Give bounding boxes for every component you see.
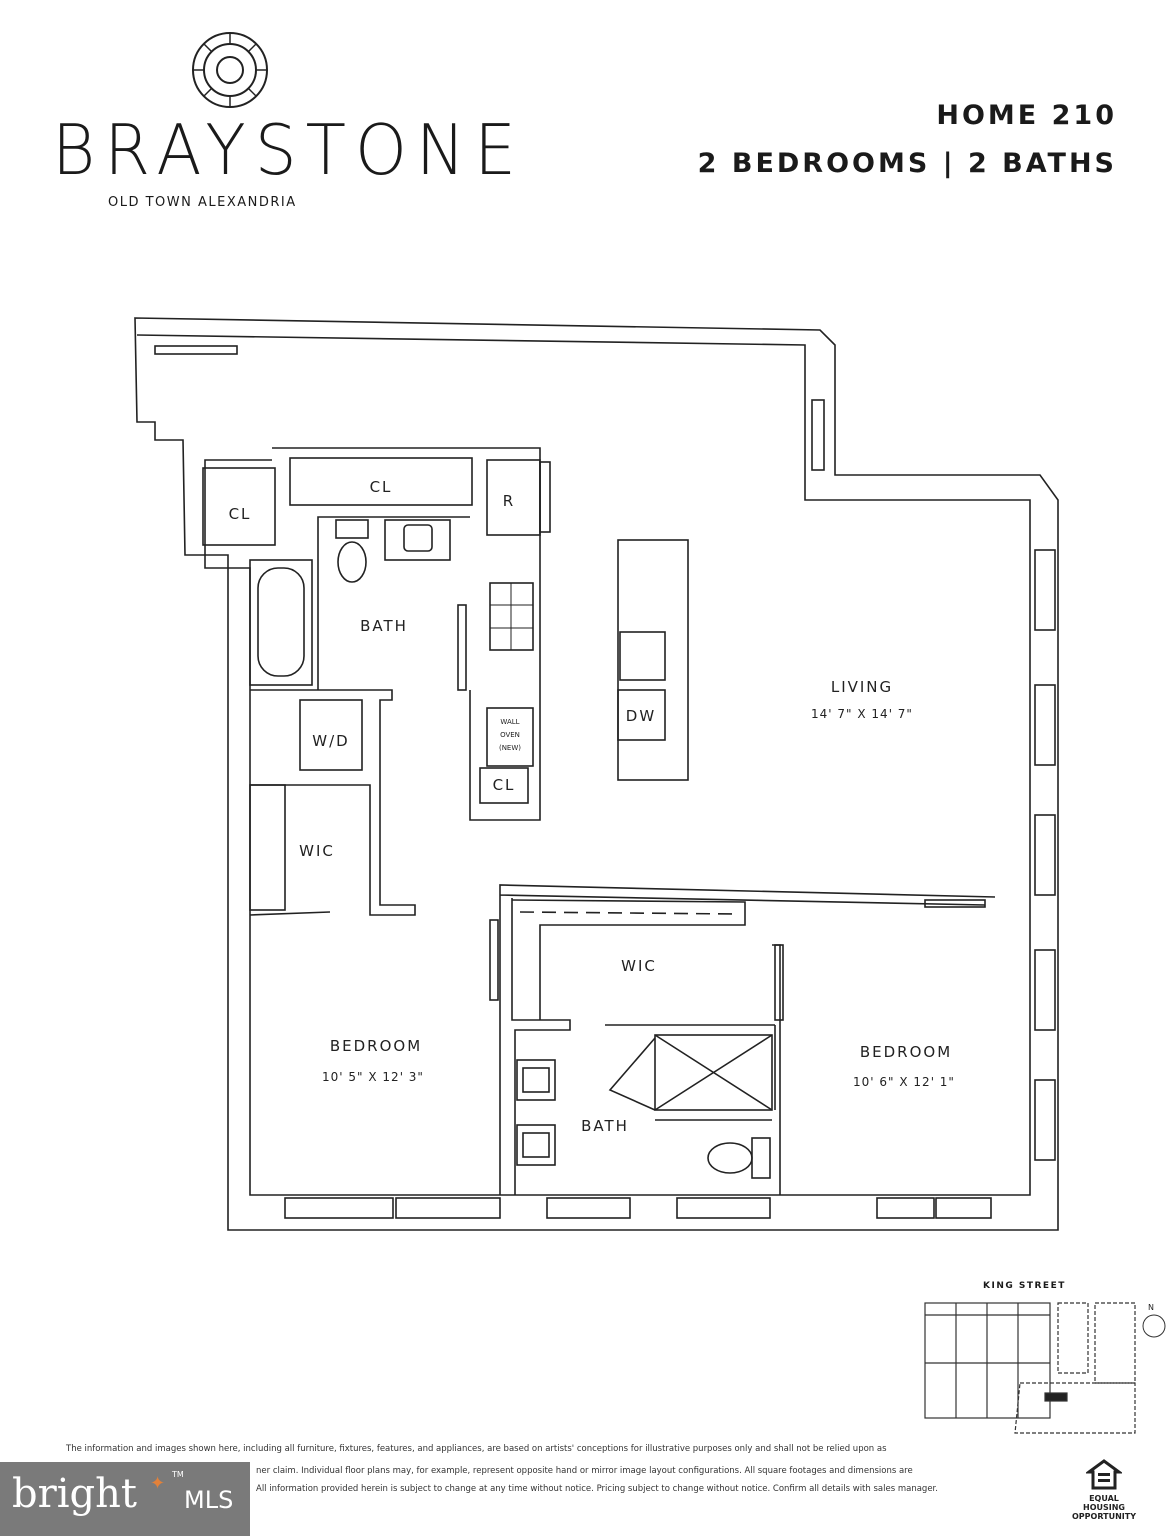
bedroom1-label: BEDROOM [330, 1037, 422, 1055]
watermark-brand: bright [12, 1471, 137, 1517]
windows-right [811, 399, 1056, 1161]
refrigerator-label: R [503, 492, 515, 510]
dishwasher-label: DW [626, 707, 656, 725]
home-number: HOME 210 [936, 100, 1117, 131]
bath1-label: BATH [360, 617, 408, 635]
equal-housing-icon [1086, 1459, 1122, 1490]
bath2-label: BATH [581, 1117, 629, 1135]
windows-bottom [284, 1197, 992, 1219]
equal-housing-text: EQUAL HOUSING OPPORTUNITY [1071, 1494, 1136, 1521]
braystone-logo-icon [192, 32, 268, 108]
bright-mls-watermark: bright ✦ TM MLS [0, 1462, 250, 1536]
wic2-label: WIC [621, 957, 657, 975]
key-plan: N [924, 1302, 1166, 1434]
disclaimer-line-3: All information provided herein is subje… [256, 1484, 938, 1494]
exterior-wall [134, 317, 1059, 1231]
living-label: LIVING [831, 678, 893, 696]
watermark-star-icon: ✦ [150, 1473, 166, 1494]
floor-plan: CL CL R BATH W/D WALL OVEN (NEW) CL DW L… [134, 317, 1059, 1231]
disclaimer-line-1: The information and images shown here, i… [66, 1444, 887, 1454]
watermark-suffix: MLS [184, 1486, 234, 1514]
unit-summary: 2 BEDROOMS | 2 BATHS [697, 148, 1117, 179]
disclaimer-line-2: ner claim. Individual floor plans may, f… [256, 1466, 913, 1476]
bedroom2-label: BEDROOM [860, 1043, 952, 1061]
watermark-tm: TM [172, 1470, 184, 1479]
washer-dryer-label: W/D [312, 732, 349, 750]
closet-top-label: CL [370, 478, 393, 496]
bedroom2-dims: 10' 6" X 12' 1" [853, 1075, 955, 1089]
wall-oven-label-2: OVEN [500, 731, 520, 739]
brand-location: OLD TOWN ALEXANDRIA [108, 195, 297, 210]
north-arrow-icon [1142, 1314, 1166, 1338]
living-dims: 14' 7" X 14' 7" [811, 707, 913, 721]
wall-oven-label-3: (NEW) [499, 744, 521, 752]
key-plan-street: KING STREET [983, 1281, 1066, 1291]
brand-name: BRAYSTONE [52, 110, 525, 191]
exterior-wall-inner [136, 334, 1031, 1196]
wall-oven-label: WALL [500, 718, 519, 726]
wic1-label: WIC [299, 842, 335, 860]
north-label: N [1148, 1303, 1154, 1312]
closet-left-label: CL [229, 505, 252, 523]
closet-kitchen-label: CL [493, 776, 516, 794]
bedroom1-dims: 10' 5" X 12' 3" [322, 1070, 424, 1084]
